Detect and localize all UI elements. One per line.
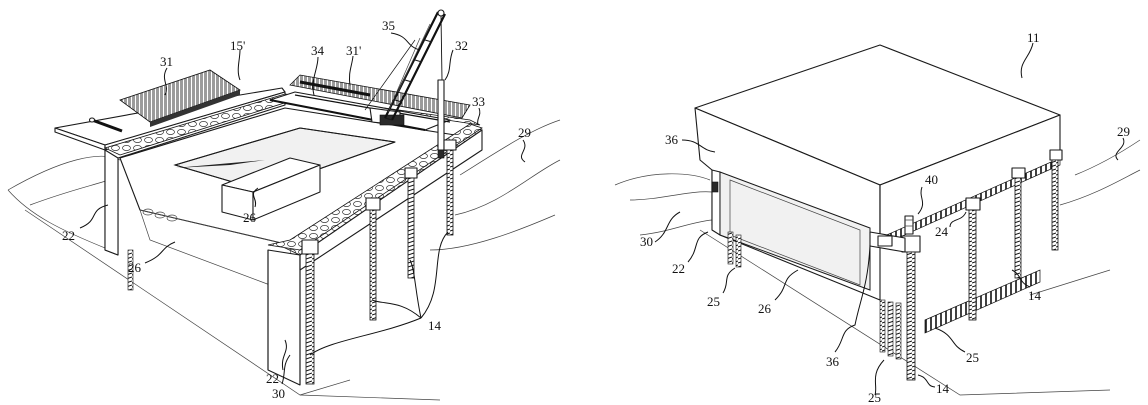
left-piles xyxy=(127,139,457,385)
label-25-right: 25 xyxy=(966,350,979,365)
label-30: 30 xyxy=(272,386,285,401)
right-figure: 11 36 29 40 30 22 24 25 26 36 25 14 25 1… xyxy=(614,30,1141,405)
label-31-prime: 31' xyxy=(346,43,361,58)
label-25-left: 25 xyxy=(707,294,720,309)
label-22-front: 22 xyxy=(266,371,279,386)
label-26-floor: 26 xyxy=(128,260,142,275)
label-35: 35 xyxy=(382,18,395,33)
label-14: 14 xyxy=(428,318,442,333)
label-26-inner: 26 xyxy=(243,210,257,225)
label-14-right: 14 xyxy=(1028,288,1042,303)
label-32: 32 xyxy=(455,38,468,53)
label-11: 11 xyxy=(1027,30,1040,45)
label-26: 26 xyxy=(758,301,772,316)
label-30: 30 xyxy=(640,234,653,249)
label-36-top: 36 xyxy=(665,132,679,147)
left-figure: 31 15' 34 31' 35 32 33 29 26 26 22 22 30… xyxy=(7,9,561,401)
label-31: 31 xyxy=(160,54,173,69)
label-25-bottom: 25 xyxy=(868,390,881,405)
label-29: 29 xyxy=(1117,124,1130,139)
label-34: 34 xyxy=(311,43,325,58)
label-22: 22 xyxy=(672,261,685,276)
label-22-left: 22 xyxy=(62,228,75,243)
label-24: 24 xyxy=(935,224,949,239)
label-15-prime: 15' xyxy=(230,38,245,53)
label-36-bottom: 36 xyxy=(826,354,840,369)
label-40: 40 xyxy=(925,172,938,187)
label-29: 29 xyxy=(518,125,531,140)
right-piles xyxy=(727,149,1063,381)
label-14-bottom: 14 xyxy=(936,381,950,396)
label-33: 33 xyxy=(472,94,485,109)
